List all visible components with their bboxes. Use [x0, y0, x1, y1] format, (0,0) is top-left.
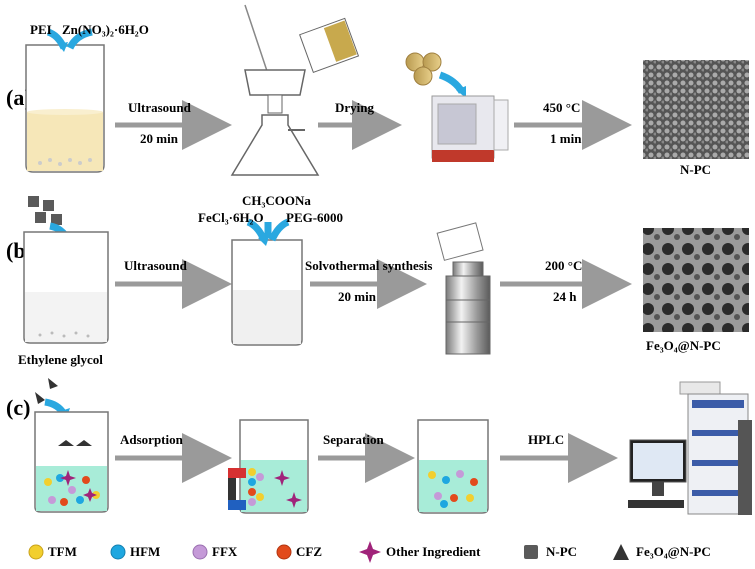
legend-label-npc: N-PC — [546, 544, 578, 559]
beaker-c1 — [34, 378, 109, 513]
step-c1-top: Adsorption — [120, 432, 183, 447]
reagent-sodium-acetate: CH₃COONa — [242, 193, 311, 208]
product-fe3o4-npc: Fe₃O₄@N-PC — [646, 338, 721, 353]
step-b2-bottom: 20 min — [338, 289, 376, 304]
beaker-b2 — [231, 218, 303, 346]
beaker-c2-magnet — [228, 419, 309, 514]
step-b3-top: 200 °C — [545, 258, 583, 273]
drying-oven — [405, 52, 509, 162]
step-a1-top: Ultrasound — [128, 100, 191, 115]
beaker-c3 — [417, 419, 489, 514]
reagent-pei: PEI — [30, 22, 52, 37]
legend-mark-npc — [524, 545, 538, 559]
step-b3-bottom: 24 h — [553, 289, 577, 304]
start-ethylene-glycol: Ethylene glycol — [18, 352, 103, 367]
step-a2-top: Drying — [335, 100, 374, 115]
autoclave — [436, 222, 491, 355]
step-a1-bottom: 20 min — [140, 131, 178, 146]
legend-label-fe3o4-npc: Fe₃O₄@N-PC — [636, 544, 711, 559]
hplc-instrument — [628, 381, 752, 515]
tem-image-fe3o4-npc — [643, 228, 749, 332]
legend-mark-fe3o4-npc — [613, 544, 629, 560]
step-a3-bottom: 1 min — [550, 131, 582, 146]
legend-mark-cfz — [276, 544, 292, 560]
product-npc: N-PC — [680, 162, 712, 177]
legend-mark-hfm — [110, 544, 126, 560]
legend-mark-tfm — [28, 544, 44, 560]
legend-label-cfz: CFZ — [296, 544, 322, 559]
reagent-ferric-chloride: FeCl₃·6H₂O — [198, 210, 264, 225]
legend-label-other: Other Ingredient — [386, 544, 481, 559]
step-a3-top: 450 °C — [543, 100, 581, 115]
legend-label-hfm: HFM — [130, 544, 161, 559]
reagent-zinc-nitrate: Zn(NO₃)₂·6H₂O — [62, 22, 149, 37]
step-b1-top: Ultrasound — [124, 258, 187, 273]
legend-label-tfm: TFM — [48, 544, 77, 559]
sem-image-npc — [643, 60, 749, 159]
step-c3-top: HPLC — [528, 432, 565, 447]
row-label-c: (c) — [6, 395, 31, 420]
beaker-a — [25, 28, 105, 173]
legend-label-ffx: FFX — [212, 544, 238, 559]
beaker-b1 — [23, 231, 109, 344]
legend-mark-other — [359, 541, 381, 563]
step-b2-top: Solvothermal synthesis — [305, 258, 433, 273]
reagent-peg: PEG-6000 — [286, 210, 344, 225]
step-c2-top: Separation — [323, 432, 384, 447]
legend-marks — [28, 541, 629, 563]
legend-mark-ffx — [192, 544, 208, 560]
filter-flask — [230, 4, 360, 176]
